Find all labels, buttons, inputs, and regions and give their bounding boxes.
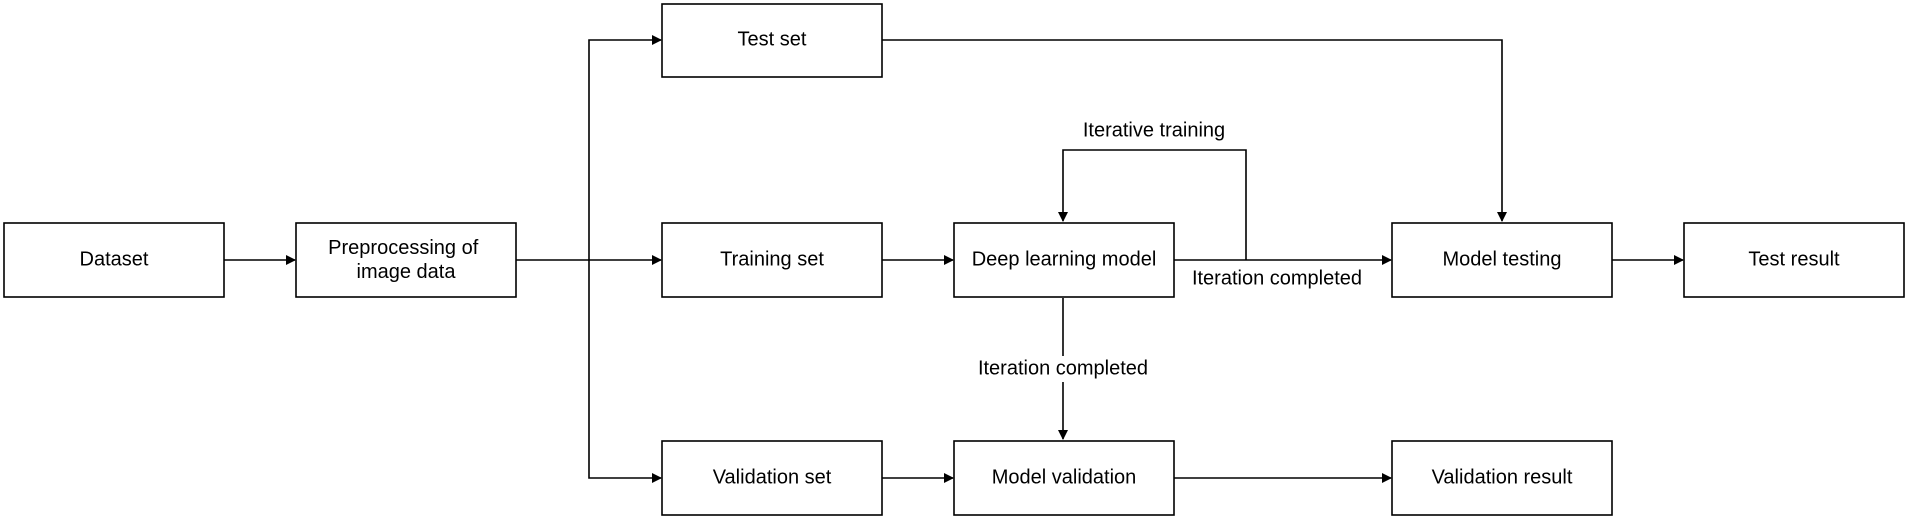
node-preprocessing-label: Preprocessing of image data (328, 237, 484, 283)
edges (224, 35, 1684, 483)
node-deep-learning-model-label: Deep learning model (972, 248, 1157, 270)
edge-preprocessing-to-validation-set (588, 260, 662, 483)
node-dataset-label: Dataset (80, 248, 149, 270)
node-model-testing: Model testing (1391, 222, 1613, 298)
node-training-set: Training set (661, 222, 883, 298)
node-dataset: Dataset (3, 222, 225, 298)
node-preprocessing: Preprocessing of image data (295, 222, 517, 298)
node-preprocessing-line-1: Preprocessing of (328, 237, 479, 259)
node-training-set-label: Training set (720, 248, 824, 270)
node-deep-learning-model: Deep learning model (953, 222, 1175, 298)
node-validation-set: Validation set (661, 440, 883, 516)
node-test-result-label: Test result (1748, 248, 1840, 270)
label-bg-iteration-completed-validation (978, 356, 1148, 382)
edge-iterative-training-loop (1058, 149, 1247, 260)
node-test-set: Test set (661, 3, 883, 78)
label-iteration-completed-testing: Iteration completed (1192, 267, 1362, 289)
label-iteration-completed-validation: Iteration completed (978, 357, 1148, 379)
node-validation-result: Validation result (1391, 440, 1613, 516)
node-validation-set-label: Validation set (713, 466, 832, 488)
node-model-testing-label: Model testing (1443, 248, 1562, 270)
label-iterative-training: Iterative training (1083, 119, 1225, 141)
edge-labels: Iterative training Iteration completed I… (978, 119, 1362, 382)
node-model-validation: Model validation (953, 440, 1175, 516)
edge-test-set-to-model-testing (882, 39, 1507, 222)
node-validation-result-label: Validation result (1432, 466, 1573, 488)
node-model-validation-label: Model validation (992, 466, 1137, 488)
node-preprocessing-line-2: image data (357, 261, 457, 283)
edge-preprocessing-to-test-set (588, 35, 662, 260)
node-test-result: Test result (1683, 222, 1905, 298)
node-test-set-label: Test set (738, 28, 807, 50)
